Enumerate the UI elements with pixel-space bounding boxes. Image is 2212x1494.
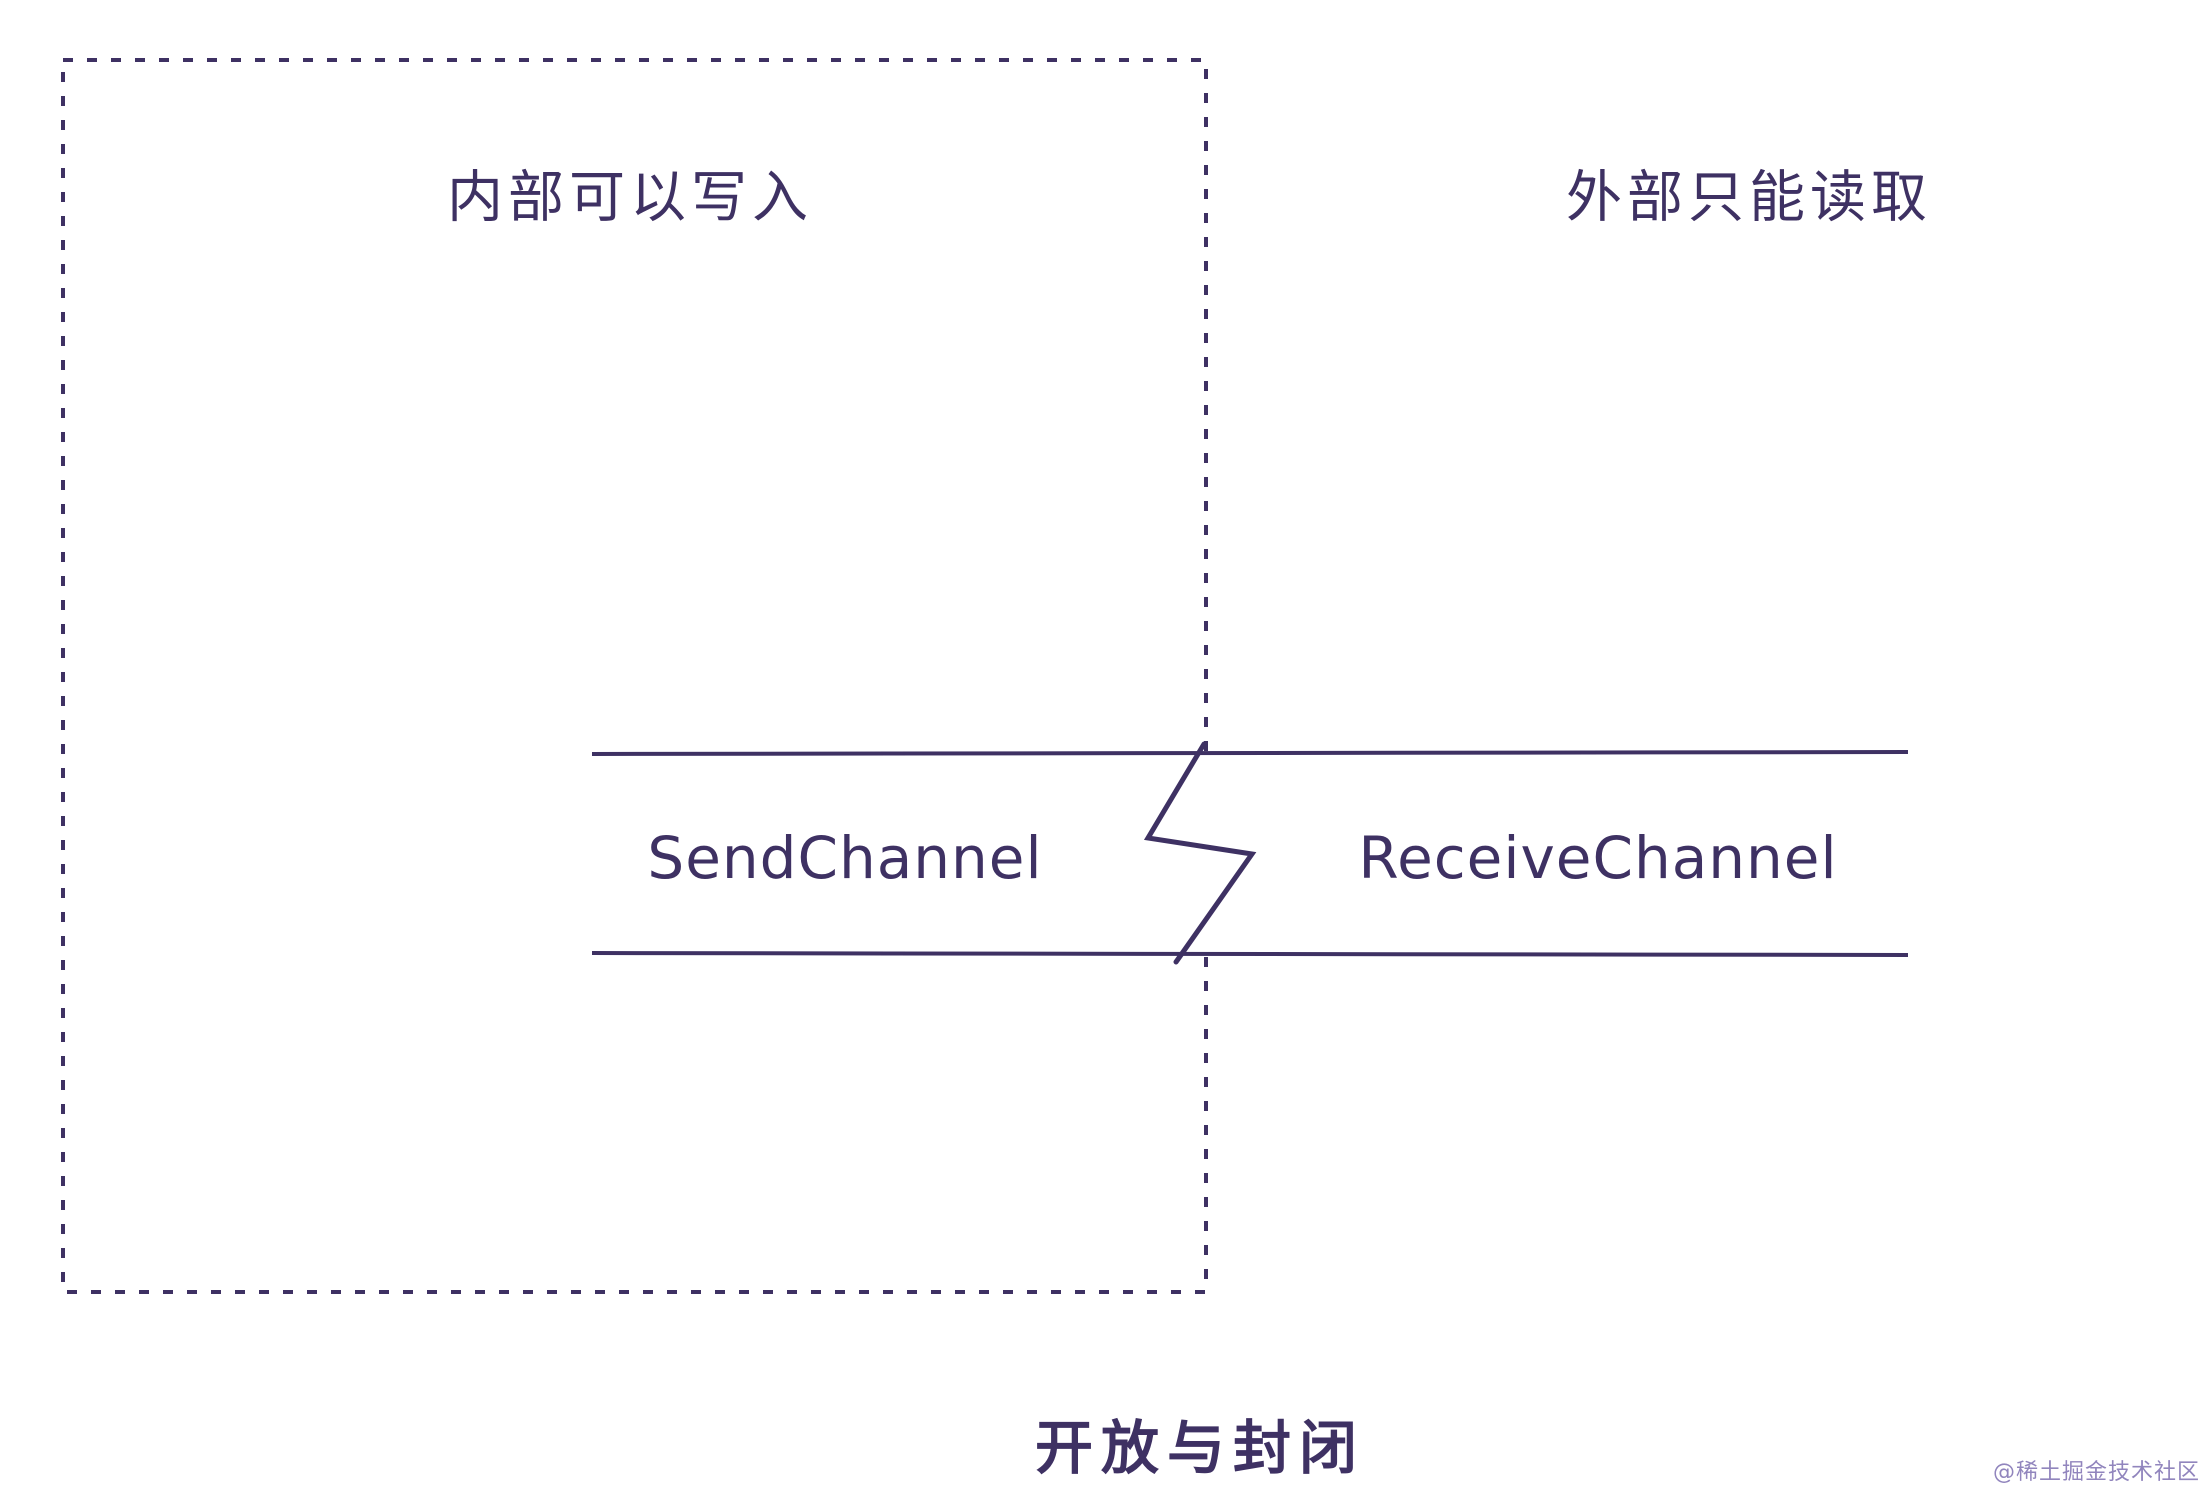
inner-zone-label: 内部可以写入 bbox=[447, 165, 813, 231]
diagram-caption: 开放与封闭 bbox=[1034, 1414, 1366, 1482]
channel-bottom-line bbox=[591, 951, 1909, 957]
send-channel-label: SendChannel bbox=[647, 824, 1043, 892]
watermark-text: @稀土掘金技术社区 bbox=[1992, 1460, 2200, 1485]
channel-top-line bbox=[591, 750, 1909, 756]
receive-channel-label: ReceiveChannel bbox=[1358, 824, 1838, 892]
channel-break-zigzag-icon bbox=[1143, 741, 1257, 965]
outer-zone-label: 外部只能读取 bbox=[1566, 165, 1932, 231]
inner-zone-dashed-border bbox=[61, 58, 1208, 1294]
